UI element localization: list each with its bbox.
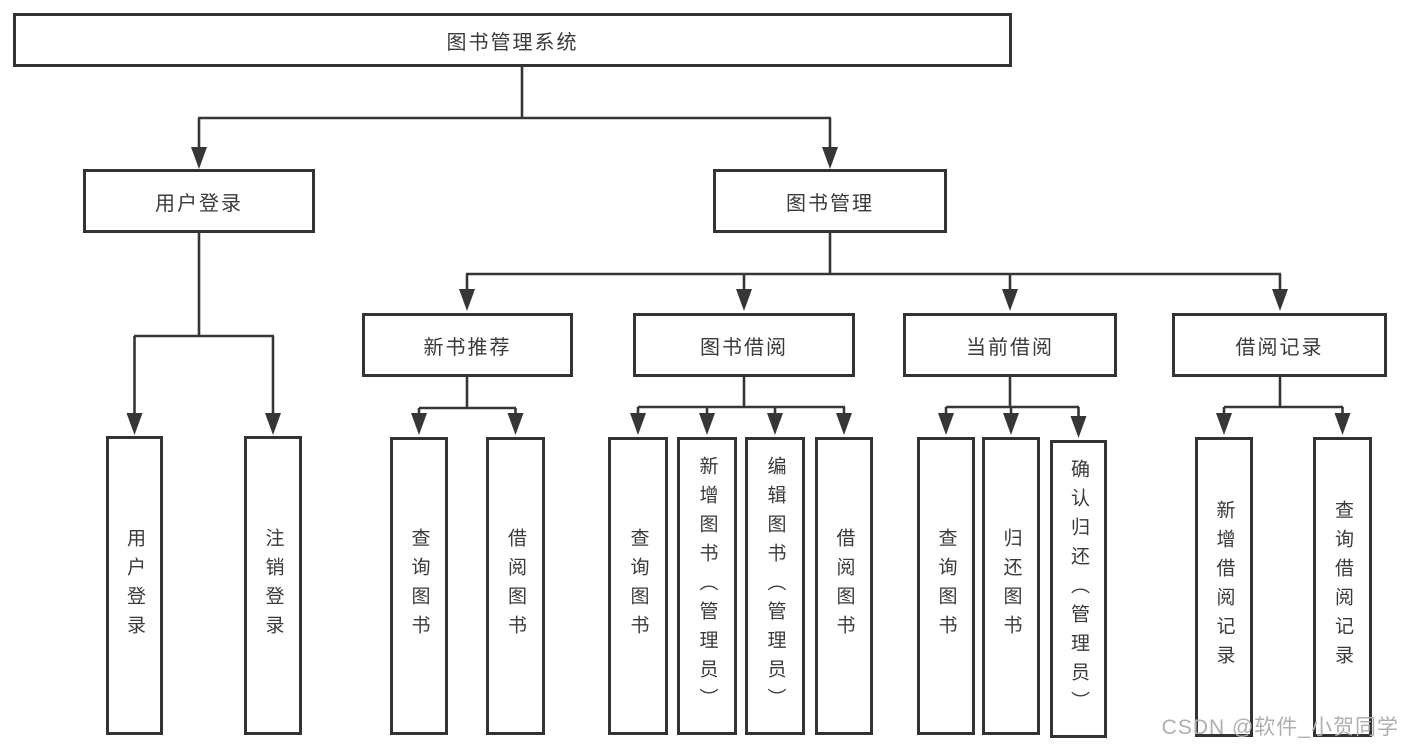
node-label: 确认归还（管理员）	[1068, 458, 1089, 720]
node-root: 图书管理系统	[13, 13, 1012, 67]
node-new-book-recommend: 新书推荐	[362, 313, 573, 377]
node-label: 用户登录	[155, 192, 243, 215]
arrowhead-icon	[126, 413, 143, 435]
node-label: 查询借阅记录	[1332, 500, 1353, 674]
node-leaf-confirm-return-admin: 确认归还（管理员）	[1050, 440, 1107, 738]
watermark: CSDN @软件_小贺同学	[1161, 716, 1399, 739]
node-leaf-logout: 注销登录	[244, 436, 302, 735]
arrowhead-icon	[630, 413, 646, 435]
node-label: 注销登录	[262, 527, 284, 644]
node-leaf-query-borrow-record: 查询借阅记录	[1313, 437, 1372, 737]
arrowhead-icon	[1002, 289, 1018, 311]
node-label: 图书借阅	[700, 336, 788, 359]
arrowhead-icon	[822, 147, 838, 169]
node-label: 归还图书	[1000, 528, 1022, 644]
arrowhead-icon	[459, 289, 475, 311]
node-leaf-query-books-1: 查询图书	[390, 437, 448, 735]
node-label: 查询图书	[627, 528, 649, 644]
node-leaf-add-borrow-record: 新增借阅记录	[1195, 437, 1253, 737]
node-leaf-borrow-books-2: 借阅图书	[815, 437, 873, 735]
arrowhead-icon	[1003, 413, 1019, 435]
node-borrowing-records: 借阅记录	[1172, 313, 1387, 377]
node-leaf-borrow-books-1: 借阅图书	[486, 437, 545, 735]
arrowhead-icon	[767, 413, 783, 435]
node-user-login: 用户登录	[83, 169, 315, 233]
arrowhead-icon	[1272, 289, 1288, 311]
node-label: 用户登录	[124, 527, 145, 644]
node-label: 新书推荐	[423, 336, 512, 359]
arrowhead-icon	[736, 289, 752, 311]
node-label: 编辑图书（管理员）	[764, 455, 786, 717]
node-label: 借阅记录	[1235, 336, 1324, 359]
node-leaf-query-books-2: 查询图书	[608, 437, 668, 735]
node-label: 当前借阅	[966, 336, 1054, 359]
node-label: 新增图书（管理员）	[696, 455, 718, 717]
node-label: 图书管理	[786, 192, 874, 215]
arrowhead-icon	[1334, 413, 1351, 435]
node-current-borrowing: 当前借阅	[903, 313, 1117, 377]
node-leaf-return-books: 归还图书	[982, 437, 1040, 735]
node-leaf-add-books-admin: 新增图书（管理员）	[677, 437, 737, 735]
arrowhead-icon	[836, 413, 852, 435]
node-label: 查询图书	[408, 528, 430, 644]
node-label: 图书管理系统	[446, 31, 579, 54]
node-book-management: 图书管理	[713, 169, 947, 233]
arrowhead-icon	[1216, 413, 1232, 435]
arrowhead-icon	[1070, 416, 1087, 438]
arrowhead-icon	[191, 147, 207, 169]
node-book-borrowing: 图书借阅	[633, 313, 855, 377]
node-leaf-edit-books-admin: 编辑图书（管理员）	[745, 437, 805, 735]
node-label: 新增借阅记录	[1213, 500, 1235, 674]
arrowhead-icon	[507, 413, 524, 435]
arrowhead-icon	[411, 413, 427, 435]
arrowhead-icon	[699, 413, 715, 435]
arrowhead-icon	[938, 413, 954, 435]
node-label: 借阅图书	[505, 528, 526, 644]
node-label: 借阅图书	[833, 528, 855, 644]
arrowhead-icon	[265, 413, 281, 435]
node-leaf-user-login: 用户登录	[106, 436, 163, 735]
node-label: 查询图书	[935, 528, 957, 644]
node-leaf-query-books-3: 查询图书	[917, 437, 975, 735]
